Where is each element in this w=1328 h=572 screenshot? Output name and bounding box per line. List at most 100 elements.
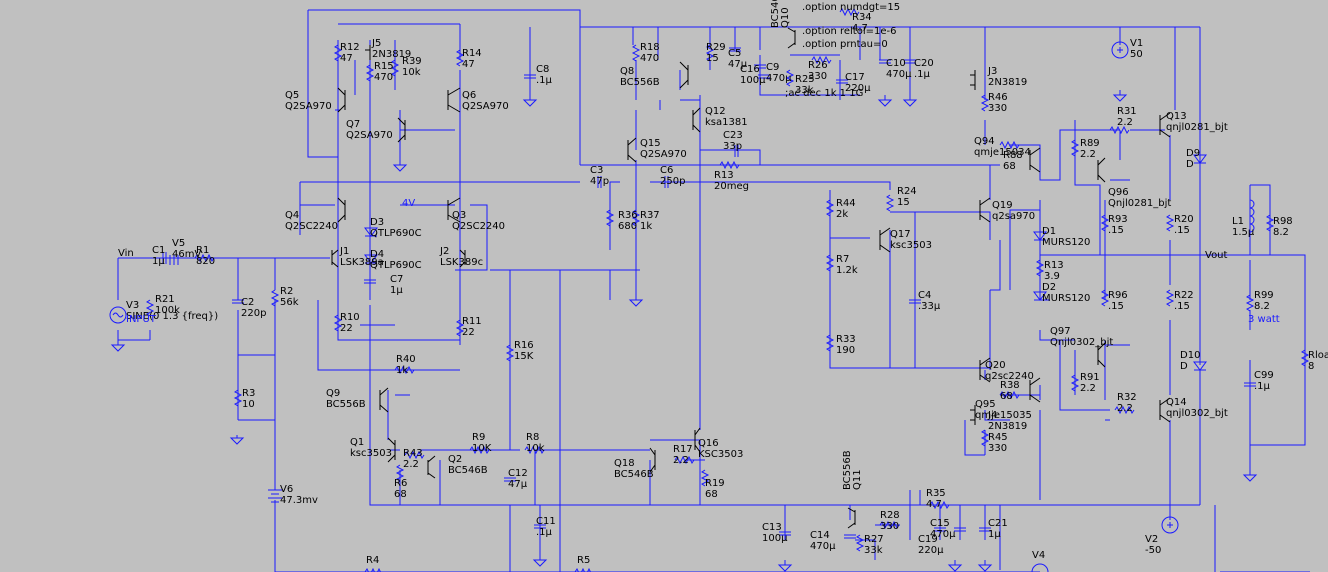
part-c8[interactable]: C8.1µ bbox=[536, 64, 553, 86]
part-l1[interactable]: L11.5µ bbox=[1232, 216, 1255, 238]
part-r7[interactable]: R71.2k bbox=[836, 254, 858, 276]
part-r22[interactable]: R22.15 bbox=[1174, 290, 1194, 312]
part-c20[interactable]: C20.1µ bbox=[914, 58, 934, 80]
part-d9[interactable]: D9D bbox=[1186, 148, 1200, 170]
part-r20[interactable]: R20.15 bbox=[1174, 214, 1194, 236]
part-r93[interactable]: R93.15 bbox=[1108, 214, 1128, 236]
part-r4[interactable]: R4 bbox=[366, 555, 379, 566]
part-v4[interactable]: V4 bbox=[1032, 550, 1045, 561]
part-c99[interactable]: C99.1µ bbox=[1254, 370, 1274, 392]
part-c11[interactable]: C11.1µ bbox=[536, 516, 556, 538]
